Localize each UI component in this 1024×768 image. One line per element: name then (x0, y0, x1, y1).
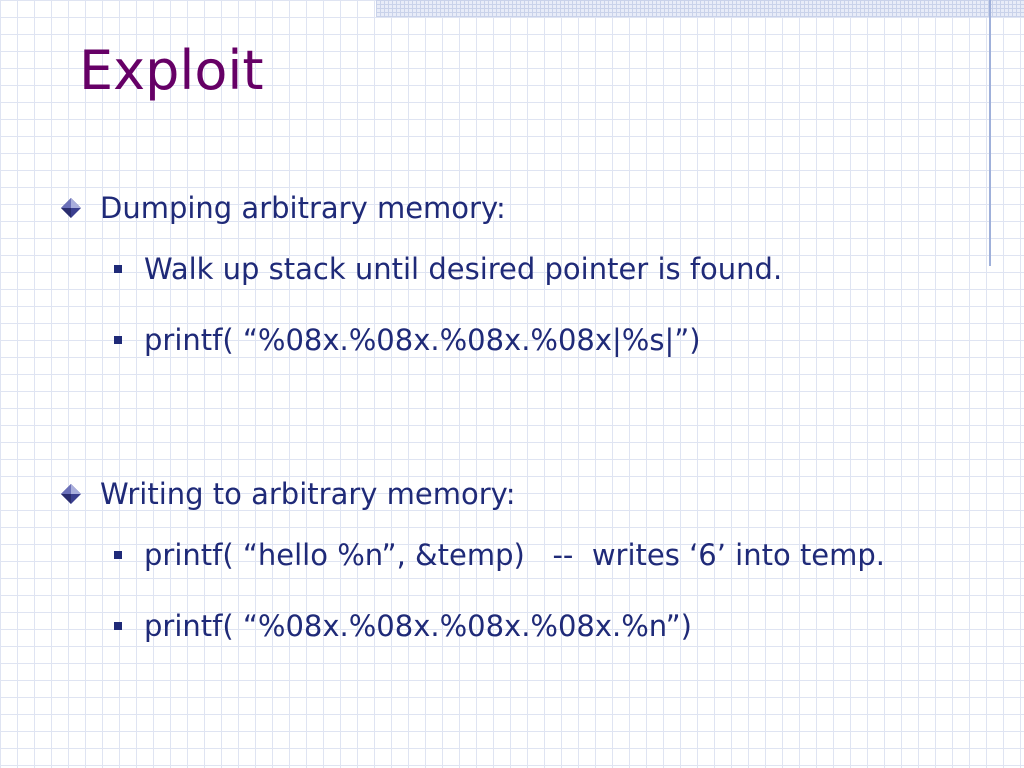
square-bullet-icon (114, 336, 122, 344)
list-item-text: printf( “hello %n”, &temp) -- writes ‘6’… (144, 538, 886, 572)
section-heading-text: Dumping arbitrary memory: (100, 191, 506, 225)
section-heading-dumping: Dumping arbitrary memory: (60, 188, 506, 228)
list-item: printf( “hello %n”, &temp) -- writes ‘6’… (112, 535, 885, 575)
right-decorative-rule (989, 0, 991, 266)
list-item-text: printf( “%08x.%08x.%08x.%08x|%s|”) (144, 323, 701, 357)
square-bullet-icon (114, 622, 122, 630)
diamond-bullet-icon (61, 198, 81, 218)
section-heading-writing: Writing to arbitrary memory: (60, 474, 515, 514)
square-bullet-icon (114, 265, 122, 273)
list-item-text: printf( “%08x.%08x.%08x.%08x.%n”) (144, 609, 692, 643)
section-heading-text: Writing to arbitrary memory: (100, 477, 516, 511)
list-item: printf( “%08x.%08x.%08x.%08x|%s|”) (112, 320, 701, 360)
list-item-text: Walk up stack until desired pointer is f… (144, 252, 783, 286)
list-item: printf( “%08x.%08x.%08x.%08x.%n”) (112, 606, 692, 646)
slide-title: Exploit (79, 39, 264, 102)
top-decorative-band (376, 0, 1024, 17)
square-bullet-icon (114, 551, 122, 559)
list-item: Walk up stack until desired pointer is f… (112, 249, 782, 289)
diamond-bullet-icon (61, 484, 81, 504)
